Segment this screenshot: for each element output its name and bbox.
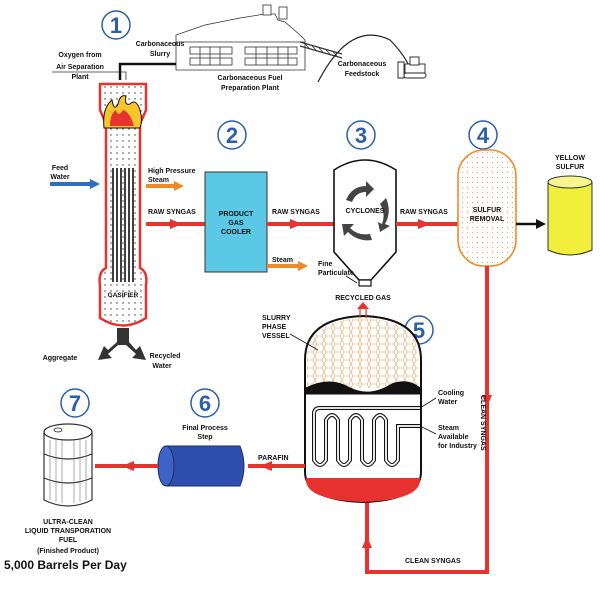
gasifier-label: GASIFIER (108, 292, 139, 299)
gasifier-outlet (98, 328, 146, 360)
fuel-label-1: ULTRA-CLEAN (43, 519, 93, 526)
available-steam-label: Steam (438, 425, 459, 432)
parafin-arrow (260, 461, 272, 471)
hp-steam-arrow (146, 181, 184, 191)
bulldozer-icon (397, 56, 427, 79)
cycle-arrows-icon (342, 181, 390, 241)
cyclones-label: CYCLONES (346, 208, 385, 215)
final-process-label-1: Final Process (182, 425, 228, 432)
plant-label: Plant (71, 74, 89, 81)
raw-syngas-arrow-3 (418, 219, 430, 229)
fuel-prep-label-1: Carbonaceous Fuel (218, 75, 283, 82)
step-number-4-label: 4 (477, 123, 490, 148)
aggregate-label: Aggregate (43, 355, 78, 362)
hp-steam-label: Steam (148, 177, 169, 184)
feedstock-pile (317, 34, 427, 83)
step-number-6-label: 6 (199, 391, 211, 416)
barrels-per-day-label: 5,000 Barrels Per Day (4, 558, 127, 572)
cooler-label-3: COOLER (221, 229, 251, 236)
parafin-label: PARAFIN (258, 455, 289, 462)
cooler-steam-arrow (267, 261, 308, 271)
cooling-water-label: Water (438, 399, 457, 406)
feedstock-label-1: Carbonaceous (338, 61, 387, 68)
step-number-7-label: 7 (69, 391, 81, 416)
slurry-label: Slurry (150, 51, 170, 58)
step-number-4: 4 (468, 120, 498, 150)
fuel-label-2: LIQUID TRANSPORATION (25, 528, 111, 535)
clean-syngas-vertical-label: CLEAN SYNGAS (479, 395, 486, 451)
step-number-1: 1 (101, 10, 131, 40)
high-pressure-label: High Pressure (148, 168, 196, 175)
fuel-label-3: FUEL (59, 537, 78, 544)
yellow-sulfur-drum (547, 175, 593, 256)
yellow-sulfur-label-2: SULFUR (556, 164, 584, 171)
cooling-label: Cooling (438, 390, 464, 397)
fuel-drum-icon (43, 423, 93, 507)
fuel-prep-label-2: Preparation Plant (221, 85, 280, 92)
cyclones (333, 159, 397, 287)
feedstock-label-2: Feedstock (345, 71, 380, 78)
gasifier (98, 82, 148, 327)
step-number-6: 6 (190, 388, 220, 418)
flame-icon (103, 95, 142, 129)
cooler-steam-label: Steam (272, 257, 293, 264)
step-number-7: 7 (60, 388, 90, 418)
feed-water-label: Water (50, 174, 69, 181)
finished-product-label: (Finished Product) (37, 548, 99, 555)
clean-syngas-label: CLEAN SYNGAS (405, 558, 461, 565)
particulate-pointer (345, 275, 358, 284)
air-separation-label: Air Separation (56, 64, 104, 71)
recycled-gas-arrow (357, 302, 369, 318)
raw-syngas-arrow-2 (290, 219, 302, 229)
clean-syngas-pipe (365, 266, 489, 574)
clean-syngas-arrow-2 (362, 536, 372, 548)
feed-label: Feed (52, 165, 68, 172)
step-number-1-label: 1 (110, 13, 122, 38)
cooler-label-1: PRODUCT (219, 211, 254, 218)
raw-syngas-arrow-1 (170, 219, 182, 229)
vessel-pointer (289, 333, 319, 351)
step-number-2: 2 (217, 120, 247, 150)
carbonaceous-slurry-label: Carbonaceous (136, 41, 185, 48)
step-number-3-label: 3 (355, 123, 367, 148)
particulate-label: Particulate (318, 270, 354, 277)
raw-syngas-label-2: RAW SYNGAS (272, 209, 320, 216)
yellow-sulfur-label-1: YELLOW (555, 155, 585, 162)
recycled-label: Recycled (150, 353, 181, 360)
sulfur-removal-vessel (457, 149, 517, 267)
oxygen-label: Oxygen from (58, 52, 101, 59)
sulfur-removal-label-1: SULFUR (473, 207, 501, 214)
step-number-2-label: 2 (226, 123, 238, 148)
final-process-label-2: Step (197, 434, 212, 441)
raw-syngas-label-1: RAW SYNGAS (148, 209, 196, 216)
final-process-drum (157, 445, 245, 487)
step-number-3: 3 (346, 120, 376, 150)
fine-label: Fine (318, 261, 332, 268)
for-industry-label: for Industry (438, 443, 477, 450)
recycled-gas-label: RECYCLED GAS (335, 295, 391, 302)
sulfur-out-arrow (516, 219, 546, 229)
product-arrow (122, 461, 134, 471)
slurry-vessel-label-2: PHASE (262, 324, 286, 331)
raw-syngas-label-3: RAW SYNGAS (400, 209, 448, 216)
product-gas-cooler (204, 171, 268, 273)
recycled-water-label: Water (152, 363, 171, 370)
sulfur-removal-label-2: REMOVAL (470, 216, 505, 223)
feed-water-arrow (50, 179, 100, 189)
fuel-preparation-plant (175, 4, 343, 71)
slurry-vessel-label-3: VESSEL (262, 333, 290, 340)
clean-syngas-arrow-1 (482, 395, 492, 407)
slurry-vessel-label-1: SLURRY (262, 315, 291, 322)
cooler-label-2: GAS (228, 220, 244, 227)
slurry-phase-vessel (304, 314, 437, 504)
available-label: Available (438, 434, 469, 441)
